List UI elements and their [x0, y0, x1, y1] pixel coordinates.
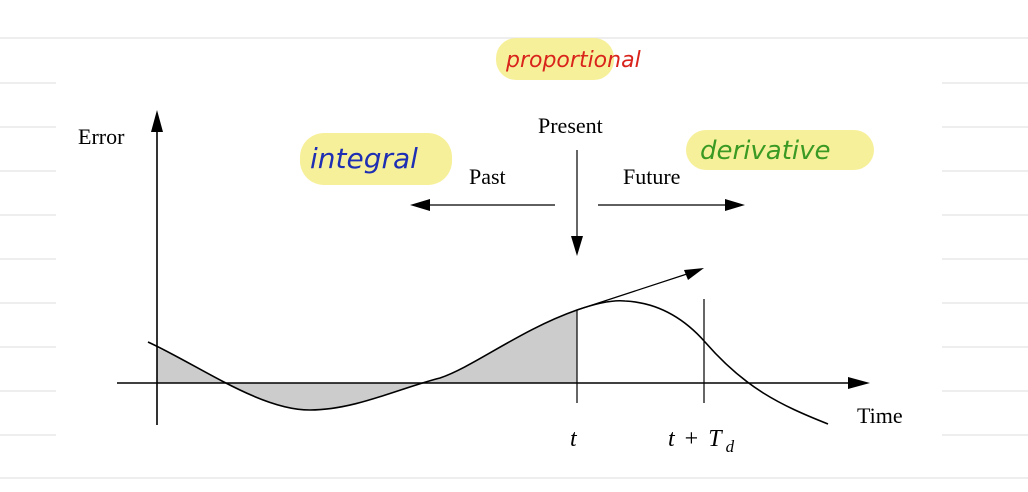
time-axis-arrowhead	[848, 377, 870, 389]
t-plus-td-label: t + T d	[668, 426, 735, 456]
past-arrowhead	[410, 199, 430, 211]
time-axis-label: Time	[857, 403, 903, 428]
ruled-lines	[0, 37, 1028, 479]
tangent-line	[576, 272, 691, 311]
derivative-highlight	[686, 130, 874, 170]
tangent-arrowhead	[684, 268, 704, 280]
t-plus-td-T: T	[708, 426, 723, 452]
future-label: Future	[623, 164, 680, 189]
integral-highlight	[300, 133, 452, 185]
derivative-annotation: derivative	[700, 136, 831, 166]
error-axis-label: Error	[78, 124, 125, 149]
error-axis-arrowhead	[151, 110, 163, 132]
t-label: t	[570, 426, 578, 452]
error-curve	[147, 299, 829, 425]
proportional-highlight	[496, 38, 614, 80]
past-label: Past	[469, 164, 506, 189]
t-plus-td-plus: +	[685, 426, 699, 452]
integral-annotation: integral	[310, 142, 418, 175]
t-plus-td-t: t	[668, 426, 676, 452]
integral-shaded-area	[157, 310, 577, 410]
proportional-annotation: proportional	[505, 48, 641, 73]
future-arrowhead	[725, 199, 745, 211]
present-arrowhead	[571, 236, 583, 256]
present-label: Present	[538, 113, 603, 138]
t-plus-td-sub: d	[726, 437, 735, 456]
